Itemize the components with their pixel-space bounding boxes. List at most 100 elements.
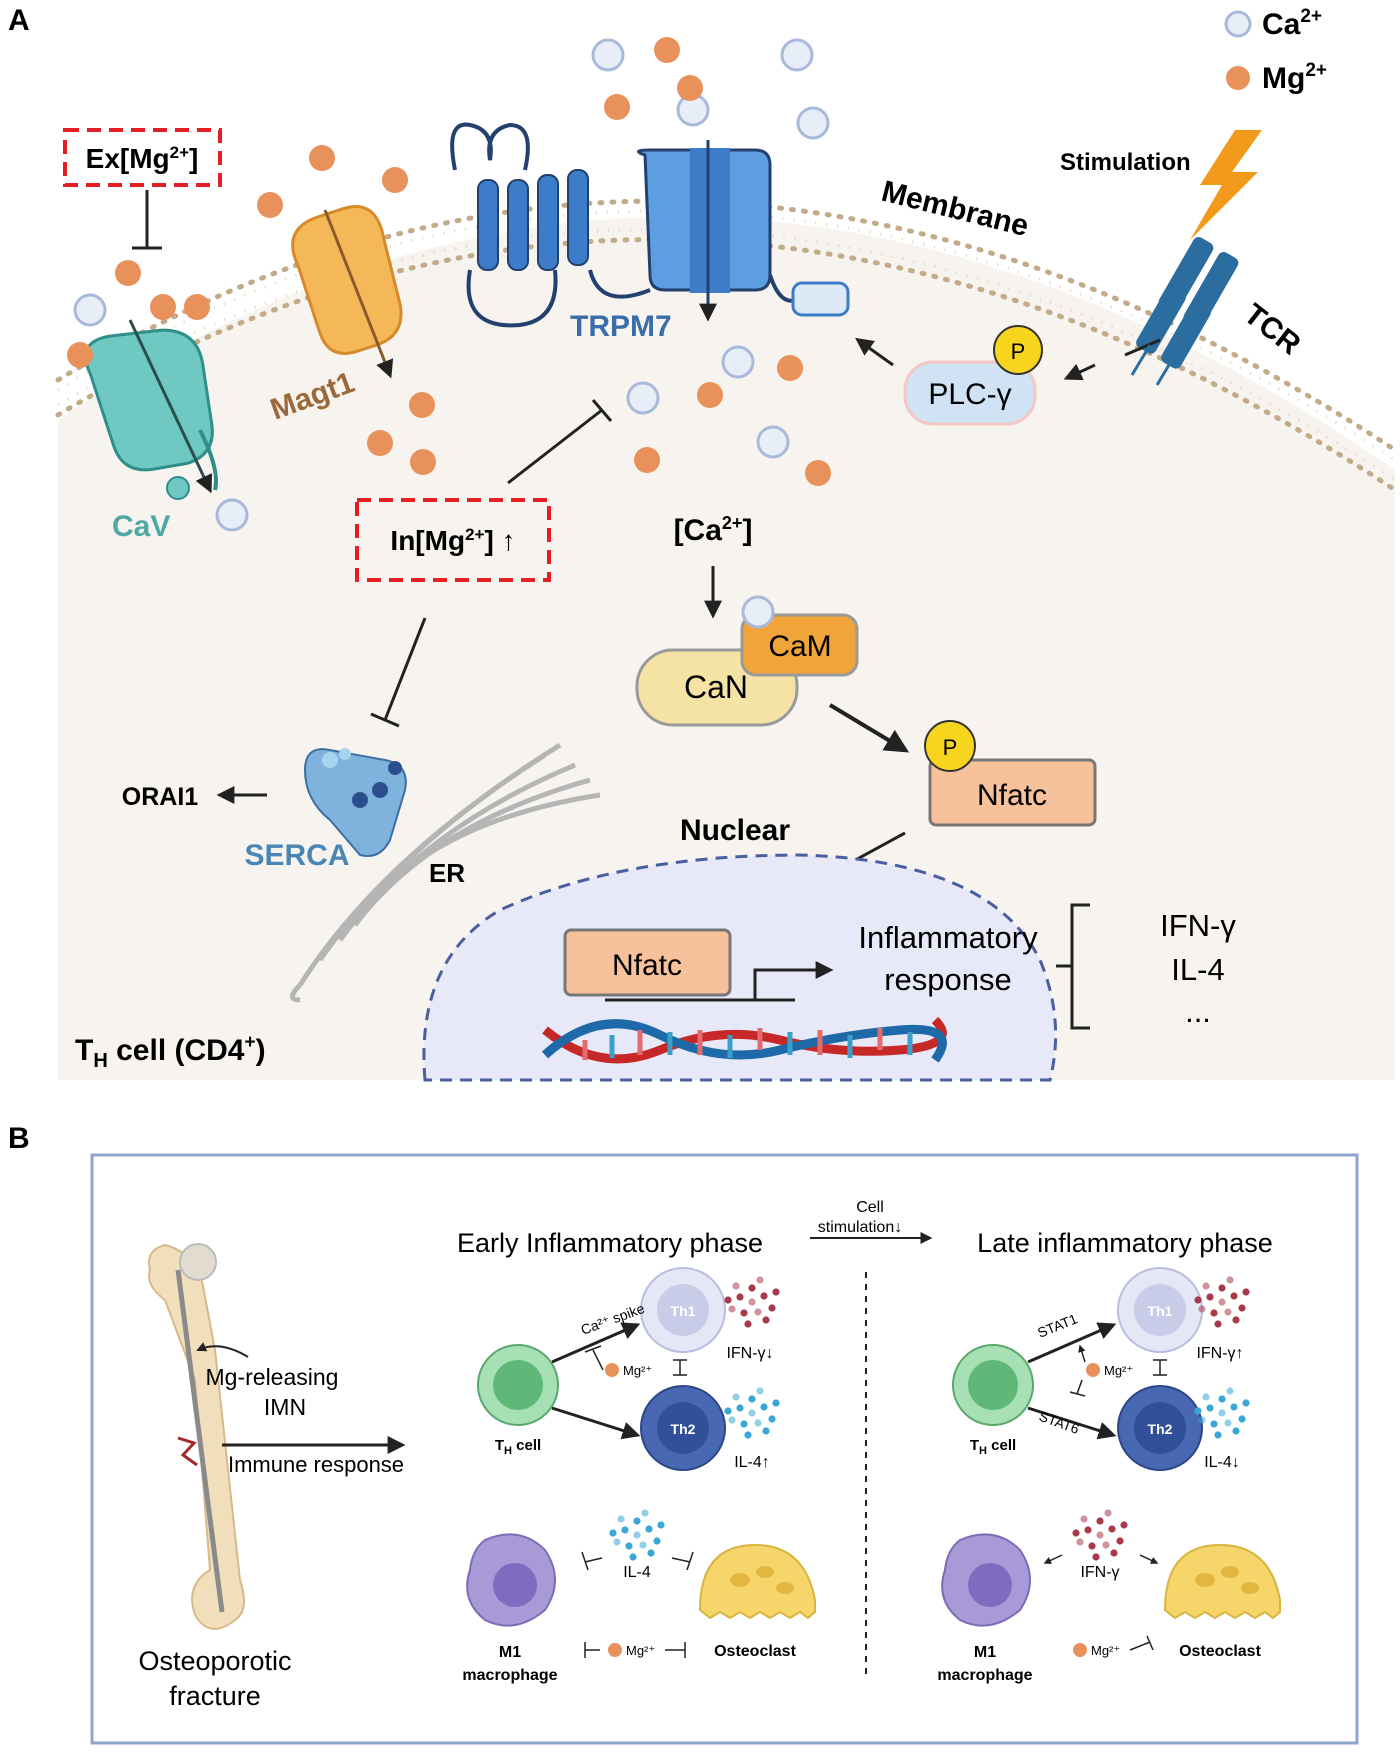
late-th-cell [952, 1344, 1034, 1426]
cytokine-dot [1242, 1399, 1250, 1407]
cytokine-dot [1096, 1531, 1104, 1539]
plc-gamma-label: PLC-γ [928, 378, 1011, 411]
cytokine-dot [772, 1399, 780, 1407]
mg-legend-icon [1226, 66, 1250, 90]
cytokine-dot [1076, 1538, 1084, 1546]
panel-b-label: B [8, 1122, 30, 1155]
early-osteoclast-label: Osteoclast [714, 1643, 796, 1660]
cytokine-dot [1084, 1526, 1092, 1534]
cytokine-dot [744, 1320, 752, 1328]
early-mg-inhibit-osteoclast [665, 1642, 686, 1658]
cytokine-dot [1206, 1293, 1214, 1301]
cytokine-dot [1232, 1316, 1240, 1324]
cytokine-dot [736, 1293, 744, 1301]
nuclear-label: Nuclear [680, 814, 790, 847]
legend: Ca2+ Mg2+ [1224, 6, 1327, 95]
cytokine-dot [1202, 1282, 1210, 1290]
early-th-cell-label: TH cell [495, 1437, 541, 1457]
early-th2-label: Th2 [671, 1421, 696, 1437]
ca-ion-icon [780, 38, 814, 72]
cytokine-dot [613, 1538, 621, 1546]
early-m1-macrophage [466, 1533, 556, 1627]
early-osteoclast [698, 1543, 816, 1620]
tcr-receptor [1124, 237, 1239, 386]
mg-ion-icon [367, 430, 393, 456]
cytokine-dot [1230, 1403, 1238, 1411]
cytokine-dot [736, 1404, 744, 1412]
cytokine-il4: IL-4 [1171, 952, 1224, 987]
nfatc-phospho-label: P [943, 735, 958, 760]
fracture-line2: fracture [169, 1681, 261, 1711]
cytokine-dot [1194, 1407, 1202, 1415]
early-il4-bottom-cluster [609, 1509, 665, 1561]
late-ifn-bottom-cluster [1072, 1509, 1128, 1561]
cytokine-dot [744, 1431, 752, 1439]
cytokine-dot [756, 1276, 764, 1284]
cytokine-dot [1080, 1515, 1088, 1523]
ca-ion-icon [756, 425, 790, 459]
late-th2-cell [1117, 1385, 1203, 1471]
mg-ion-icon [150, 294, 176, 320]
ca-ion-icon [591, 38, 625, 72]
cytokine-dot [756, 1387, 764, 1395]
early-th1-arrow [551, 1322, 641, 1364]
tcr-to-plc-arrow [1063, 363, 1096, 381]
cytokine-dot [1218, 1298, 1226, 1306]
cytokine-dot [772, 1288, 780, 1296]
late-m1-macrophage [941, 1533, 1031, 1627]
ca-bound-icon [741, 595, 775, 629]
late-m1-line1: M1 [974, 1644, 996, 1661]
phospho-p-icon [993, 325, 1043, 375]
in-mg-inhibit-trpm7 [507, 408, 603, 485]
cytokine-dot [1210, 1309, 1218, 1317]
early-mg-inhibit-line [592, 1349, 604, 1371]
cytokine-dot [724, 1407, 732, 1415]
plc-to-trpm7-arrow [855, 337, 894, 367]
can-label: CaN [684, 669, 748, 705]
mg-ion-icon [115, 260, 141, 286]
cytokine-dot [633, 1531, 641, 1539]
cytokine-dot [728, 1416, 736, 1424]
early-bottom-mg-icon [608, 1643, 622, 1657]
cav-label: CaV [112, 510, 170, 543]
nfatc-nuclear-label: Nfatc [612, 949, 682, 982]
mg-ion-icon [777, 355, 803, 381]
early-th1-label: Th1 [671, 1303, 696, 1319]
in-mg-box [355, 498, 551, 582]
svg-text:Mg2+: Mg2+ [1262, 60, 1327, 95]
cytokine-dot [740, 1309, 748, 1317]
cytokine-dot [1238, 1304, 1246, 1312]
cytokine-dot [1202, 1393, 1210, 1401]
cytokine-dot [653, 1537, 661, 1545]
lightning-bolt-icon [1190, 130, 1262, 240]
late-bottom-mg-icon [1073, 1643, 1087, 1657]
late-th1-th2-inhibit [1153, 1359, 1167, 1376]
phospho-p-label: P [1011, 339, 1026, 364]
early-m1-line2: macrophage [462, 1667, 557, 1684]
late-mg-promote-stat1 [1078, 1344, 1086, 1363]
response-line1: Inflammatory [858, 920, 1038, 955]
late-phase-title: Late inflammatory phase [977, 1228, 1273, 1258]
bone [148, 1243, 245, 1630]
late-th1-label: Th1 [1148, 1303, 1173, 1319]
early-il4-inhibit-osteoclast [671, 1551, 694, 1571]
cytokine-dot [1108, 1525, 1116, 1533]
cytokine-dot [621, 1526, 629, 1534]
mg-ion-icon [257, 192, 283, 218]
cytokine-dot [768, 1415, 776, 1423]
cytokine-dot [754, 1419, 762, 1427]
early-mg-icon [605, 1363, 619, 1377]
late-ifn-promote-macrophage [1043, 1554, 1063, 1564]
cytokine-dot [760, 1292, 768, 1300]
cytokine-dot [1238, 1415, 1246, 1423]
cytokine-dot [657, 1521, 665, 1529]
ca-legend-label: Ca [1262, 8, 1301, 41]
cytokine-dot [1096, 1517, 1104, 1525]
transcription-arrow [605, 970, 830, 1002]
early-ifn-cluster [724, 1276, 780, 1328]
cytokine-dot [1218, 1284, 1226, 1292]
cytokine-dot [1088, 1542, 1096, 1550]
nfatc-box [928, 758, 1097, 827]
late-th2-label: Th2 [1148, 1421, 1173, 1437]
fracture-line1: Osteoporotic [138, 1646, 291, 1676]
